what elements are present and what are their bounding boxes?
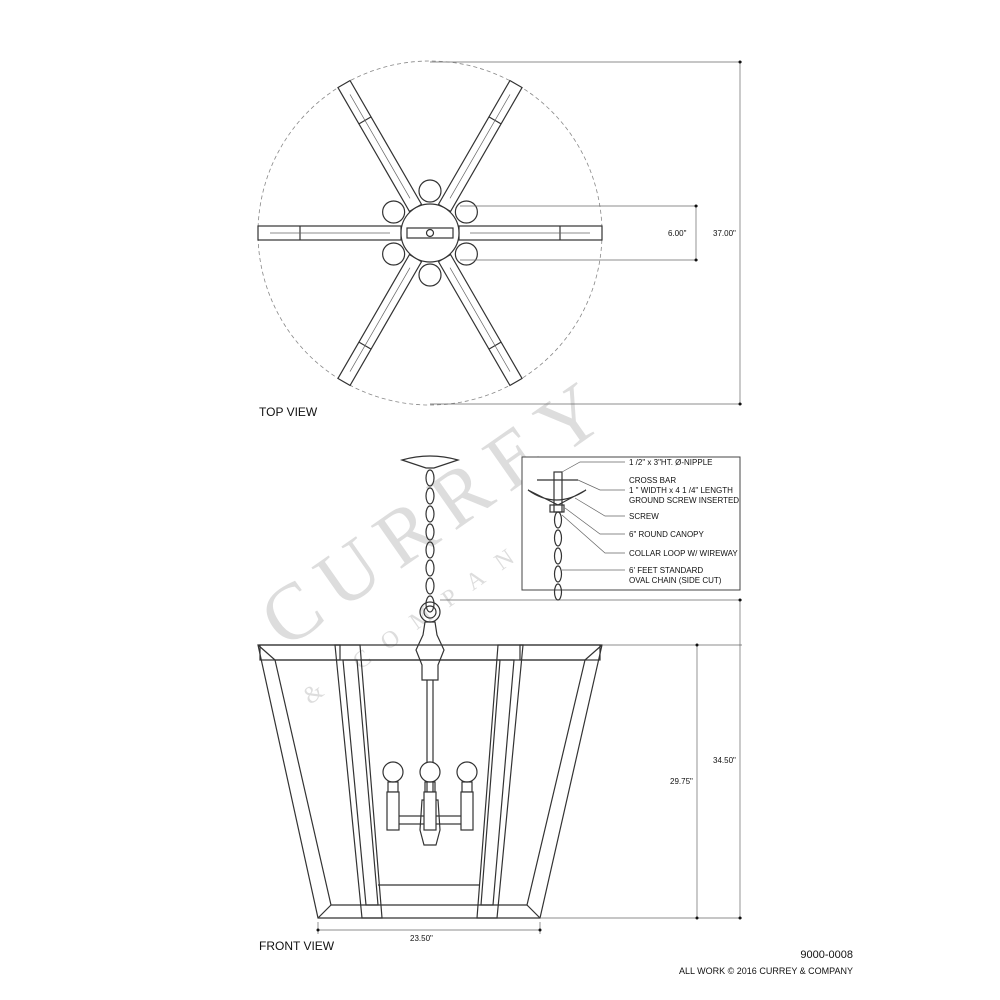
arm <box>337 79 423 213</box>
arm <box>437 253 523 387</box>
chain-link <box>425 559 435 577</box>
chain-link <box>425 505 435 523</box>
dim-height-body: 29.75" <box>670 777 693 786</box>
arm <box>257 225 402 241</box>
chain <box>425 469 435 613</box>
bulb <box>382 761 404 783</box>
detail-callout: 1 " WIDTH x 4 1 /4" LENGTH <box>629 486 733 495</box>
candle-cup <box>454 242 478 266</box>
dim-hub: 6.00" <box>668 229 687 238</box>
top-view: TOP VIEW 37.00" 6.00" <box>257 60 742 419</box>
candle-cup <box>382 200 406 224</box>
detail-callout: GROUND SCREW INSERTED <box>629 496 739 505</box>
detail-callout: SCREW <box>629 512 659 521</box>
copyright: ALL WORK © 2016 CURREY & COMPANY <box>679 966 853 976</box>
arm <box>337 253 423 387</box>
dim-diameter: 37.00" <box>713 229 736 238</box>
candle-sleeve <box>386 791 400 831</box>
detail-callout: OVAL CHAIN (SIDE CUT) <box>629 576 722 585</box>
arm <box>437 79 523 213</box>
bulb <box>419 761 441 783</box>
chain-link <box>425 469 435 487</box>
detail-callout: 6" ROUND CANOPY <box>629 530 705 539</box>
candle-sleeve <box>460 791 474 831</box>
bulb <box>456 761 478 783</box>
candle-sleeve <box>423 791 437 831</box>
detail-callout: CROSS BAR <box>629 476 676 485</box>
candle-cup <box>418 179 442 203</box>
canopy <box>399 455 461 469</box>
chain-link <box>425 577 435 595</box>
part-number: 9000-0008 <box>800 949 853 961</box>
dim-height-total: 34.50" <box>713 756 736 765</box>
candle-cup <box>418 263 442 287</box>
chain-link <box>425 523 435 541</box>
candle-cluster <box>382 680 478 846</box>
detail-callout: 1 /2" x 3"HT. Ø-NIPPLE <box>629 458 712 467</box>
chain-link <box>425 595 435 613</box>
front-view-label: FRONT VIEW <box>259 939 335 953</box>
candle-cups <box>382 179 478 287</box>
candle-cup <box>454 200 478 224</box>
arm <box>458 225 603 241</box>
chain-link <box>425 487 435 505</box>
chain-link <box>425 541 435 559</box>
hub-screw <box>425 228 435 238</box>
arms <box>257 79 603 387</box>
detail-callout: 6' FEET STANDARD <box>629 566 703 575</box>
front-view: FRONT VIEW 34.50" 29.75" 23.50" <box>257 455 742 953</box>
top-view-label: TOP VIEW <box>259 405 318 419</box>
dim-width-bottom: 23.50" <box>410 934 433 943</box>
candle-cup <box>382 242 406 266</box>
detail-callout: COLLAR LOOP W/ WIREWAY <box>629 549 738 558</box>
